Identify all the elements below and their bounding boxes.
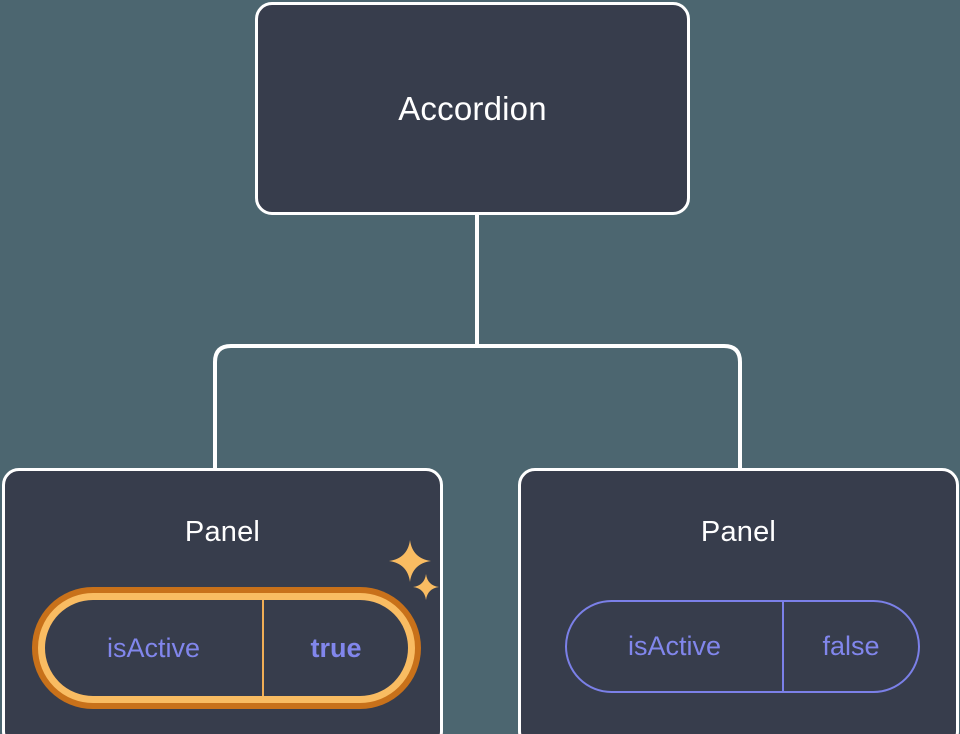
node-panel-active-label: Panel [184, 516, 261, 548]
sparkle-large-icon [389, 540, 431, 582]
node-panel-inactive[interactable]: Panel isActive false [518, 468, 959, 734]
node-panel-active[interactable]: Panel isActive true [2, 468, 443, 734]
sparkle-small-icon [413, 574, 439, 600]
node-accordion[interactable]: Accordion [255, 2, 690, 215]
prop-key: isActive [627, 631, 722, 661]
prop-value: true [262, 600, 408, 696]
prop-pill-isactive-true[interactable]: isActive true [38, 593, 415, 703]
prop-key: isActive [106, 632, 201, 663]
prop-value: false [782, 602, 918, 691]
edge-branch-bar [213, 344, 742, 468]
prop-pill-isactive-false[interactable]: isActive false [565, 600, 920, 693]
node-panel-inactive-label: Panel [700, 516, 777, 548]
node-accordion-label: Accordion [398, 89, 547, 127]
